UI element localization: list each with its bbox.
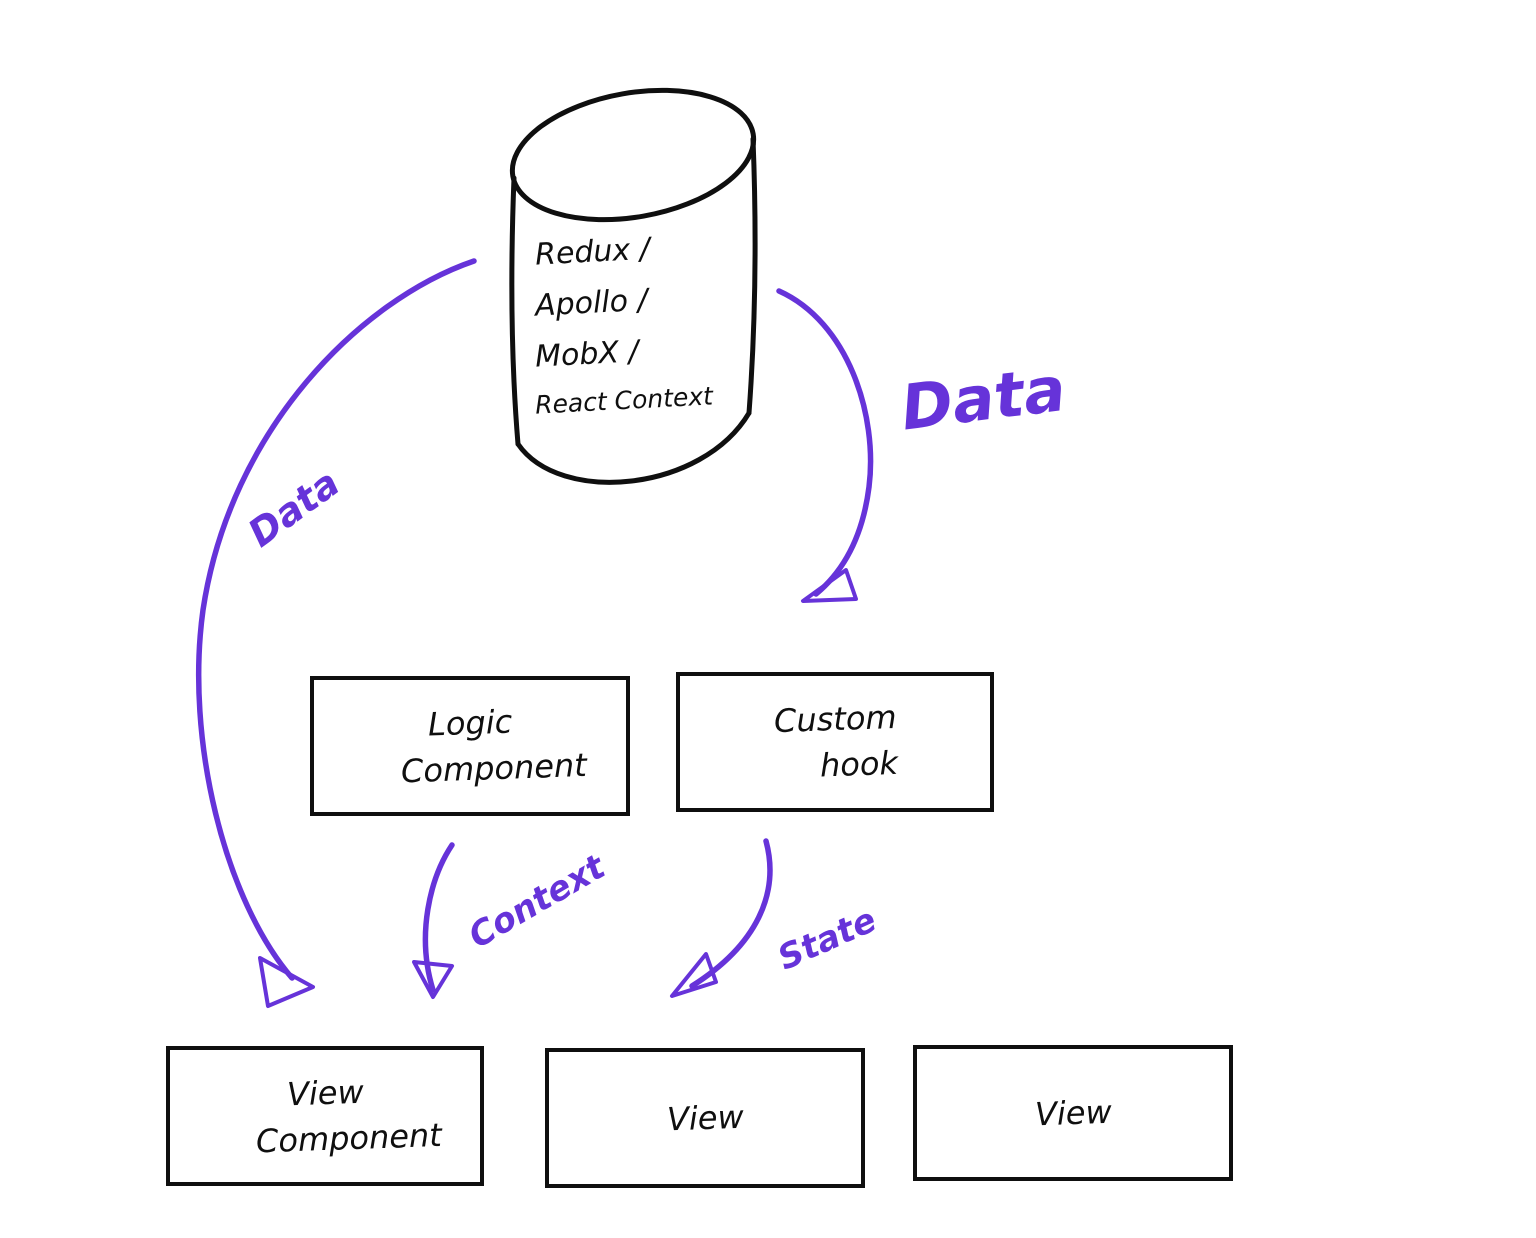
custom-hook-label-line2: hook: [819, 743, 899, 785]
context-arrow: [412, 842, 455, 999]
view-middle-label: View: [666, 1097, 744, 1139]
store-label: Redux / Apollo / MobX / React Context: [534, 232, 750, 420]
logic-component-label-line2: Component: [400, 745, 588, 791]
view-box-right: View: [913, 1045, 1233, 1181]
view-box-middle: View: [545, 1048, 865, 1188]
store-label-line: React Context: [534, 381, 714, 420]
view-component-box: View Component: [166, 1046, 484, 1186]
data-arrow-right: [776, 288, 874, 603]
custom-hook-label-line1: Custom: [773, 697, 897, 741]
database-cylinder-icon: [509, 87, 758, 485]
store-label-line: Redux /: [534, 231, 651, 273]
store-label-line: MobX /: [534, 334, 640, 375]
data-arrow-left: [195, 258, 477, 1008]
view-right-label: View: [1034, 1092, 1112, 1134]
store-label-line: Apollo /: [534, 282, 649, 324]
view-component-label-line1: View: [286, 1072, 364, 1114]
state-arrow: [670, 838, 773, 998]
logic-component-box: Logic Component: [310, 676, 630, 816]
view-component-label-line2: Component: [255, 1115, 443, 1161]
logic-component-label-line1: Logic: [427, 702, 513, 744]
custom-hook-box: Custom hook: [676, 672, 994, 812]
